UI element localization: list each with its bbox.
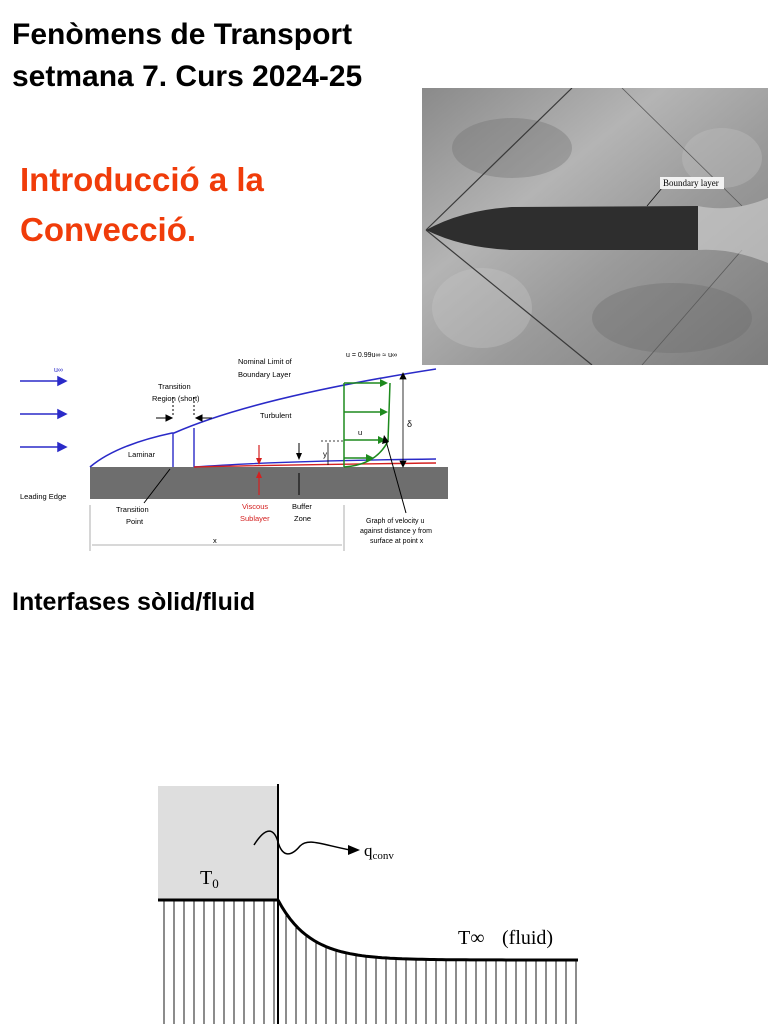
interface-diagram: qconv T0 T∞ (fluid) [158, 784, 578, 1024]
transition-point-label-2: Point [126, 517, 144, 526]
section-heading: Interfases sòlid/fluid [12, 588, 256, 616]
t0-label: T0 [200, 867, 219, 891]
solid-region [158, 786, 278, 900]
fluid-label: (fluid) [502, 927, 553, 949]
laminar-label: Laminar [128, 450, 156, 459]
graph-label-1: Graph of velocity u [366, 518, 424, 525]
transition-region-label-2: Region (short) [152, 394, 200, 403]
solid-hatch [163, 900, 275, 1024]
leading-edge-label: Leading Edge [20, 492, 66, 501]
boundary-layer-diagram: u∞ [20, 352, 448, 551]
boundary-layer-label: Boundary layer [663, 178, 719, 188]
buffer-zone-label-1: Buffer [292, 502, 312, 511]
viscous-sublayer-label-2: Sublayer [240, 514, 270, 523]
flat-plate [90, 467, 448, 499]
viscous-sublayer-line [193, 462, 437, 468]
intro-line-2: Convecció. [20, 211, 197, 248]
intro-line-1: Introducció a la [20, 161, 264, 198]
schlieren-photo: Boundary layer [422, 88, 768, 365]
fluid-hatch [285, 913, 577, 1024]
fluid-temperature-profile [276, 899, 578, 962]
graph-label-3: surface at point x [370, 538, 424, 545]
nominal-limit-label-2: Boundary Layer [238, 370, 291, 379]
u-infinity-label: u∞ [54, 367, 63, 374]
viscous-sublayer-label-1: Viscous [242, 502, 268, 511]
convection-wave-arrow [253, 830, 351, 855]
velocity-profile [343, 382, 391, 468]
u-label: u [358, 428, 362, 437]
transition-region-label-1: Transition [158, 382, 191, 391]
boundary-layer-edge [89, 368, 437, 468]
intro-heading: Introducció a la Convecció. [20, 155, 264, 255]
u-edge-label: u = 0.99u∞ ≈ u∞ [346, 352, 397, 359]
slide-title: Fenòmens de Transport setmana 7. Curs 20… [12, 14, 362, 98]
title-line-1: Fenòmens de Transport [12, 18, 353, 51]
transition-point-label-1: Transition [116, 505, 149, 514]
t-infinity-label: T∞ [458, 927, 484, 949]
y-label: y [323, 450, 327, 459]
title-line-2: setmana 7. Curs 2024-25 [12, 60, 363, 93]
delta-label: δ [407, 419, 412, 429]
graph-label-2: against distance y from [360, 528, 432, 535]
q-conv-label: qconv [364, 841, 394, 862]
buffer-line [193, 458, 437, 468]
free-stream-arrows [20, 375, 68, 453]
nominal-limit-label-1: Nominal Limit of [238, 357, 293, 366]
buffer-zone-label-2: Zone [294, 514, 311, 523]
turbulent-label: Turbulent [260, 411, 292, 420]
x-label: x [213, 536, 217, 545]
